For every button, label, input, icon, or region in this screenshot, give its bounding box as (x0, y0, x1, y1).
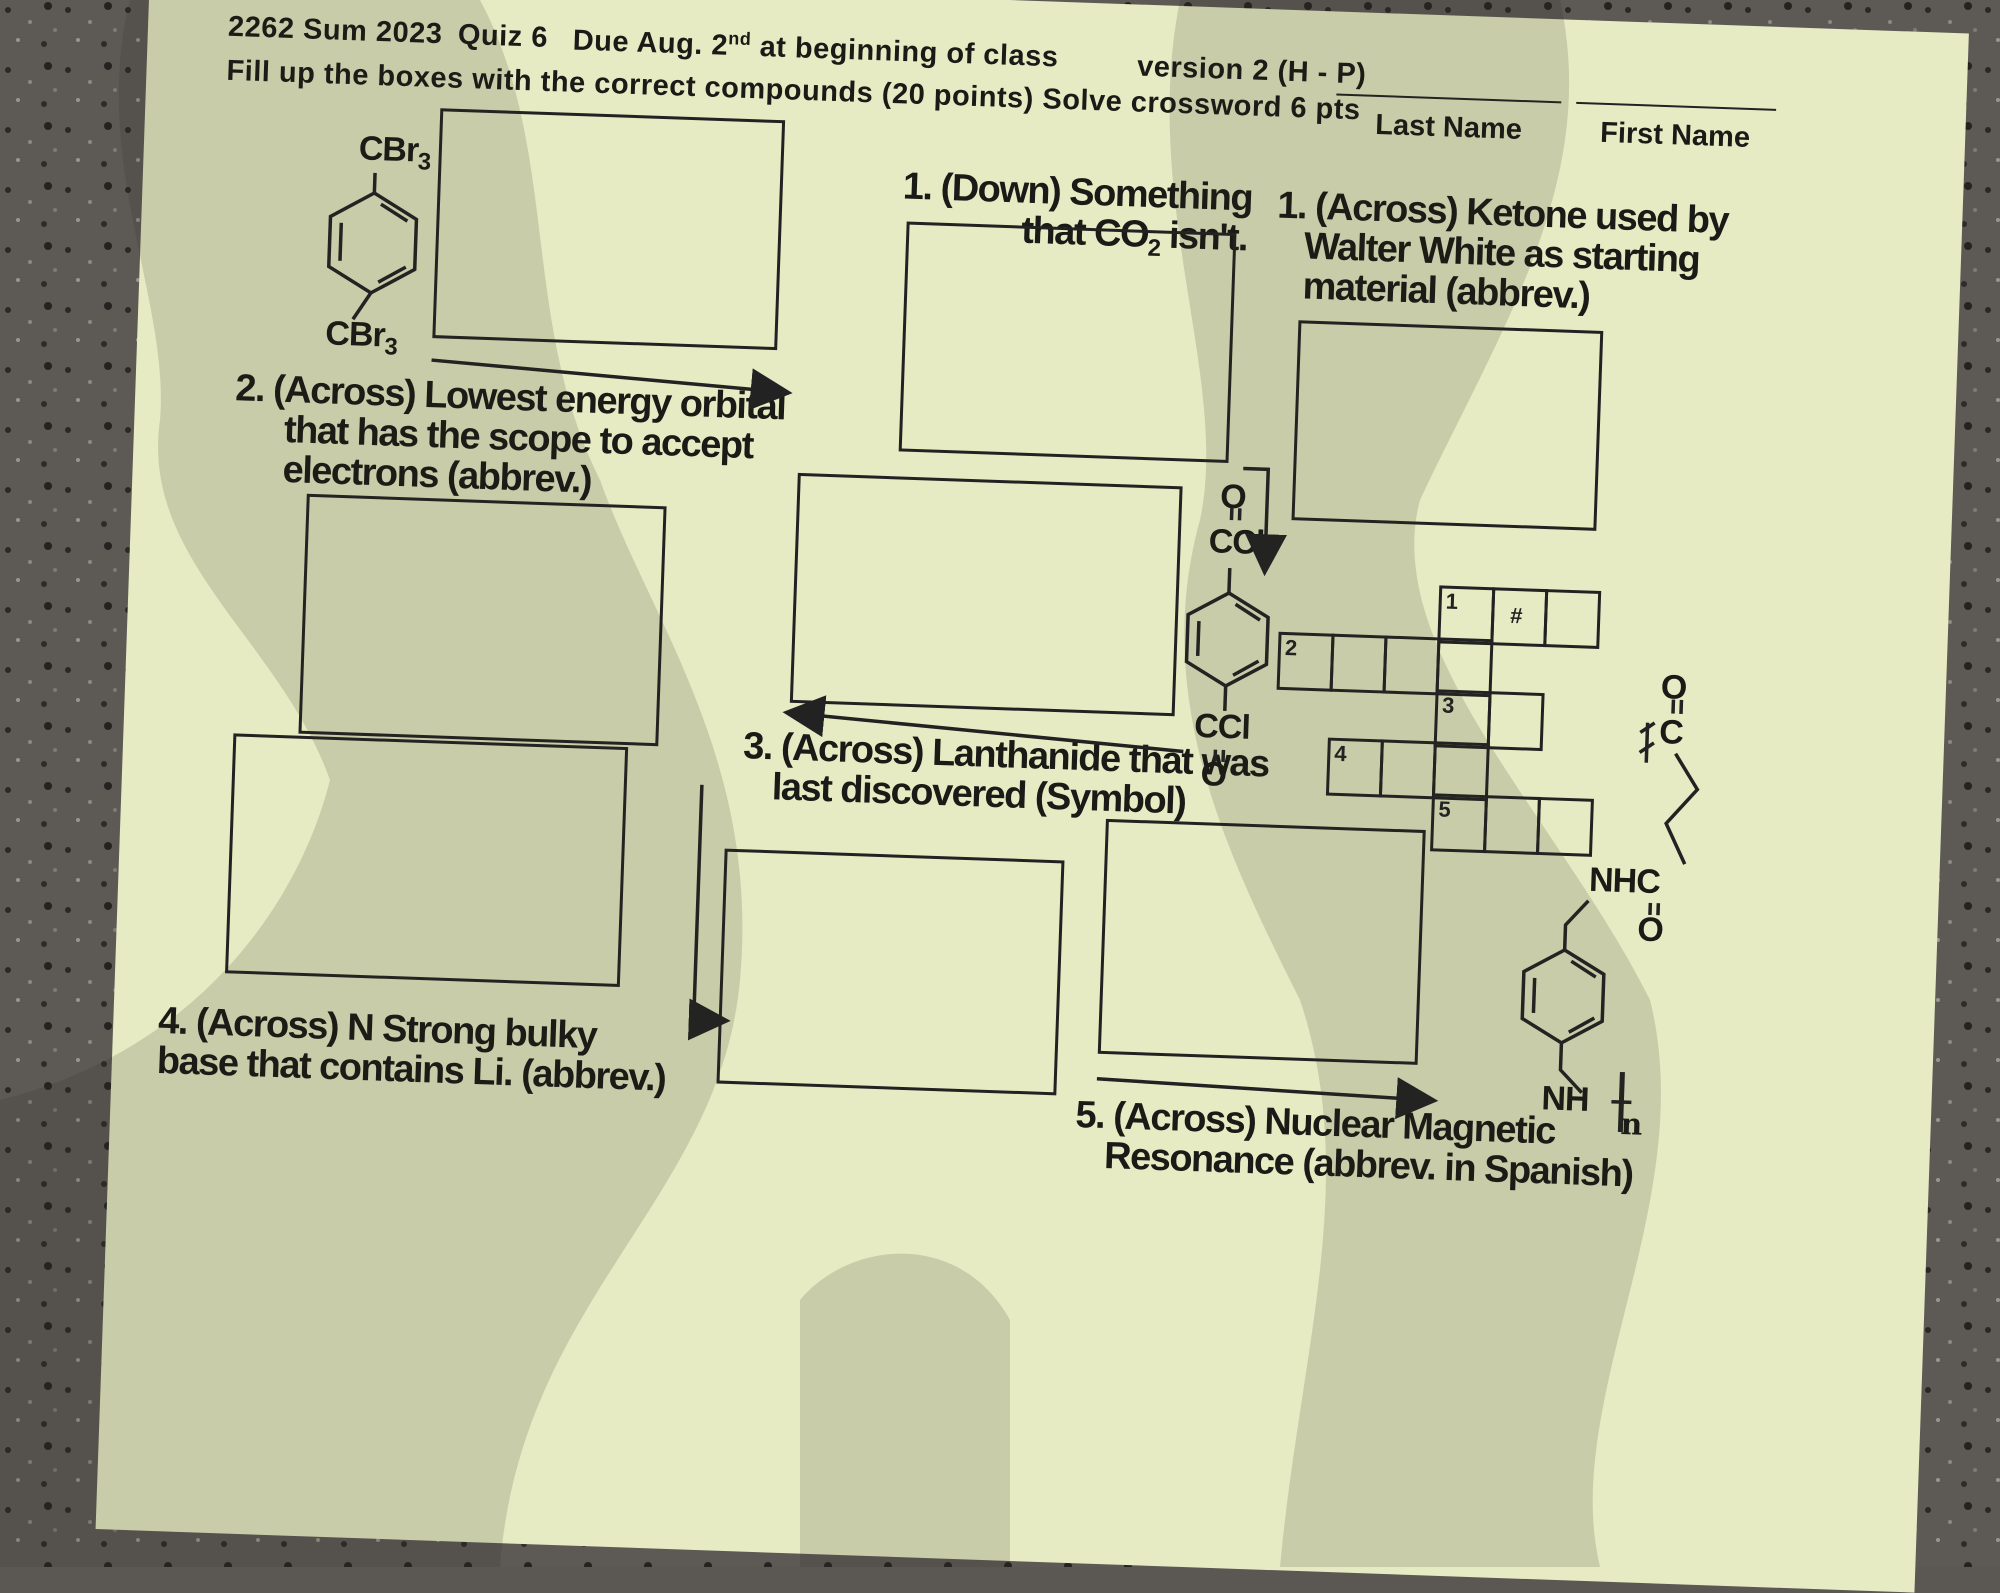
benzene-ring-1 (328, 191, 417, 294)
polymer-nh: NH (1541, 1079, 1589, 1120)
last-name-label: Last Name (1375, 109, 1523, 147)
acyl-o-top: O (1220, 478, 1247, 518)
clue-across-1: 1. (Across) Ketone used by Walter White … (1274, 186, 1729, 322)
answer-box-2[interactable] (899, 222, 1237, 463)
due-date: Due Aug. 2nd at beginning of class (572, 23, 1059, 75)
crossword-cell[interactable] (1432, 741, 1490, 801)
polymer-n-subscript: n (1620, 1107, 1643, 1143)
answer-box-4[interactable] (790, 473, 1183, 716)
acyl-ccl-top: CCl (1208, 522, 1265, 563)
crossword-cell[interactable]: 5 (1430, 793, 1488, 853)
polymer-nhc: NHC (1588, 861, 1660, 902)
crossword-cell[interactable]: 4 (1326, 738, 1384, 798)
acyl-ccl-bottom: CCl (1194, 707, 1251, 748)
crossword-cell[interactable] (1483, 795, 1541, 855)
crossword-cell[interactable]: 1 (1437, 585, 1495, 645)
crossword-cell[interactable] (1383, 635, 1441, 695)
course-title: 2262 Sum 2023 (227, 11, 443, 51)
clue-across-3: 3. (Across) Lanthanide that was last dis… (741, 726, 1269, 824)
answer-box-7[interactable] (1098, 819, 1426, 1065)
quiz-sheet: 2262 Sum 2023 Quiz 6 Due Aug. 2nd at beg… (96, 0, 1969, 1593)
clue-across-4: 4. (Across) N Strong bulky base that con… (156, 1001, 667, 1099)
crossword-cell[interactable]: # (1490, 587, 1548, 647)
benzene-ring-3 (1521, 949, 1604, 1045)
first-name-line[interactable] (1576, 102, 1776, 111)
answer-box-6[interactable] (716, 849, 1064, 1096)
polymer-o: O (1660, 668, 1687, 708)
answer-box-3[interactable] (298, 494, 666, 746)
bond-line (374, 173, 375, 193)
version-label: version 2 (H - P) (1137, 51, 1367, 92)
cbr3-bottom-label: CBr3 (325, 314, 398, 361)
crossword-cell[interactable]: 3 (1434, 689, 1492, 749)
clue-across-2: 2. (Across) Lowest energy orbital that h… (232, 368, 786, 507)
cbr3-top-label: CBr3 (358, 129, 431, 176)
crossword-cell[interactable]: 2 (1277, 632, 1335, 692)
quiz-title: Quiz 6 (457, 19, 548, 55)
first-name-label: First Name (1600, 117, 1751, 155)
last-name-line[interactable] (1336, 93, 1561, 103)
answer-box-across-1[interactable] (1291, 320, 1603, 531)
crossword-cell[interactable] (1435, 637, 1493, 697)
answer-box-5[interactable] (225, 733, 628, 987)
crossword-cell[interactable] (1487, 691, 1545, 751)
answer-box-1[interactable] (432, 108, 785, 350)
crossword-cell[interactable] (1379, 739, 1437, 799)
benzene-ring-2 (1186, 592, 1269, 688)
acyl-o-bottom: O (1200, 755, 1227, 795)
crossword-cell[interactable] (1536, 797, 1594, 857)
crossword-cell[interactable] (1543, 589, 1601, 649)
polymer-c: C (1659, 713, 1684, 753)
polymer-o2: O (1637, 911, 1664, 951)
crossword-cell[interactable] (1330, 634, 1388, 694)
